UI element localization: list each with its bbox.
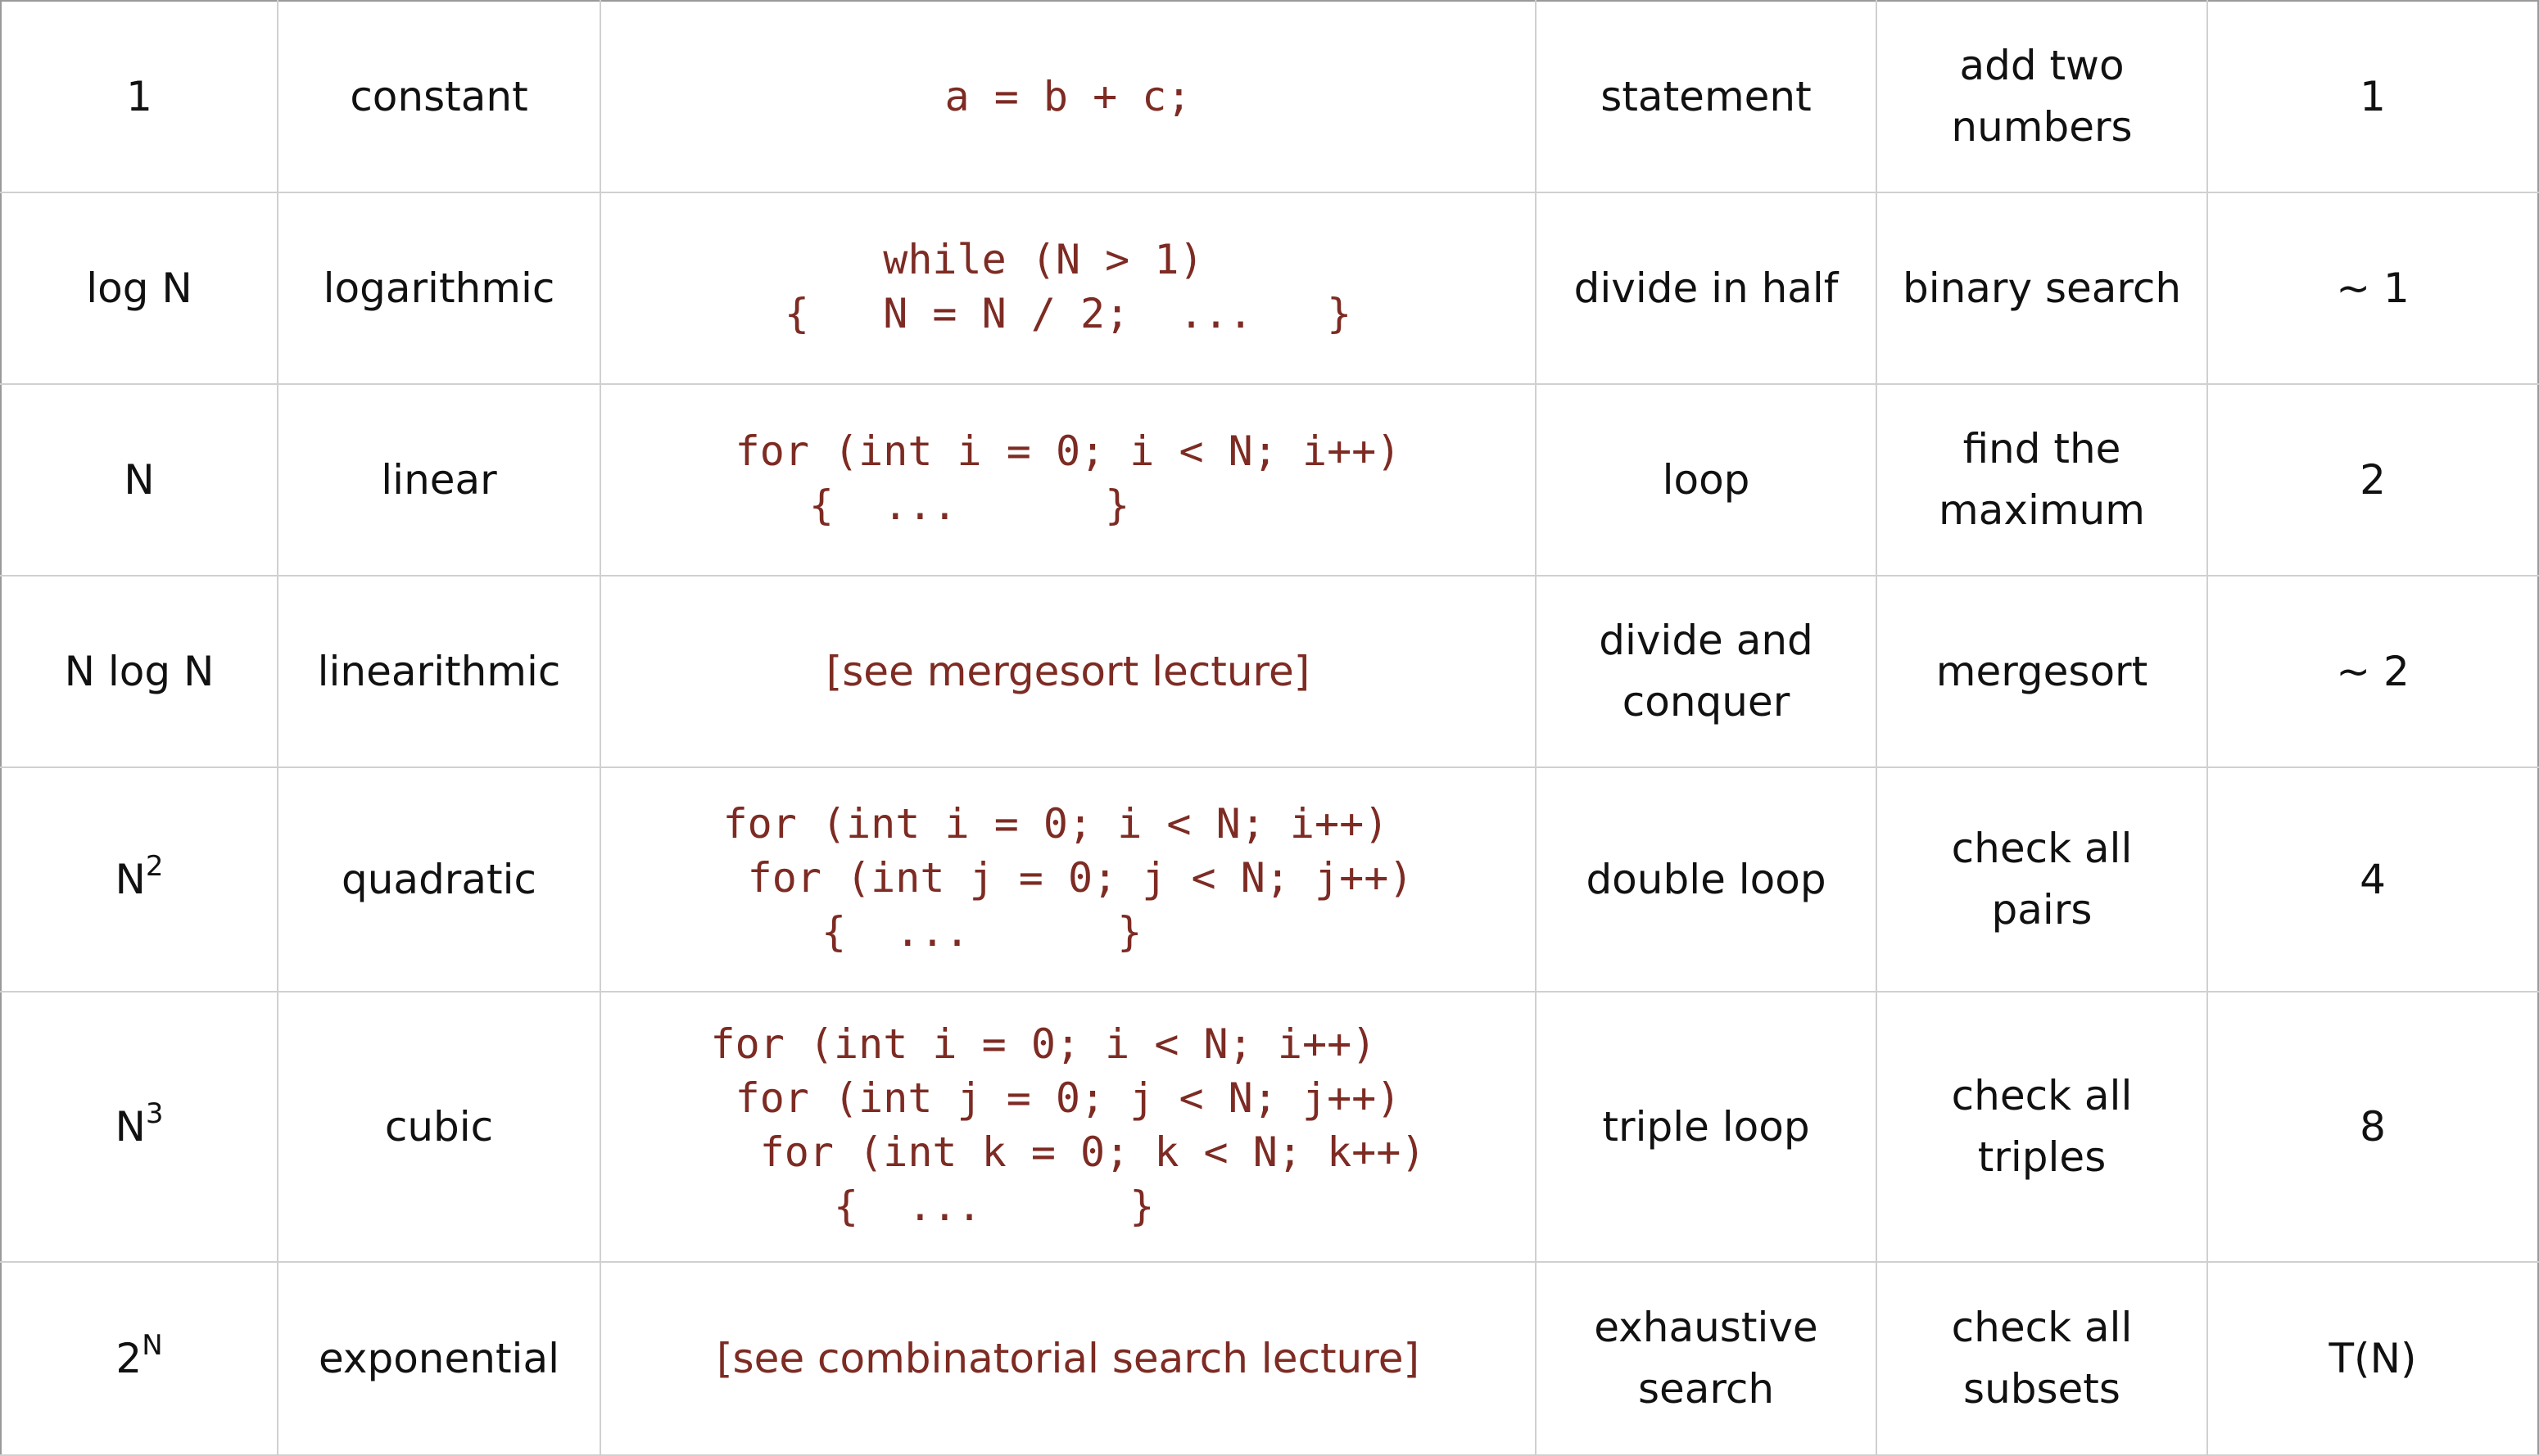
- description-cell: exhaustive search: [1535, 1261, 1877, 1456]
- example-cell: mergesort: [1876, 575, 2208, 768]
- code-fragment: a = b + c;: [944, 72, 1192, 120]
- ratio-cell: T(N): [2206, 1261, 2539, 1456]
- code-fragment: while (N > 1) { N = N / 2; ... }: [784, 235, 1352, 337]
- table-row: N log N linearithmic [see mergesort lect…: [0, 575, 2539, 768]
- order-base: 1: [126, 72, 152, 120]
- order-exponent: 3: [145, 1097, 164, 1130]
- order-cell: log N: [0, 192, 278, 385]
- ratio-cell: 8: [2206, 991, 2539, 1263]
- code-cell: for (int i = 0; i < N; i++) for (int j =…: [600, 766, 1537, 993]
- example-cell: check all triples: [1876, 991, 2208, 1263]
- name-cell: cubic: [277, 991, 601, 1263]
- code-cell: [see mergesort lecture]: [600, 575, 1537, 768]
- order-cell: N3: [0, 991, 278, 1263]
- table-row: 2N exponential [see combinatorial search…: [0, 1261, 2539, 1456]
- example-cell: check all subsets: [1876, 1261, 2208, 1456]
- example-cell: binary search: [1876, 192, 2208, 385]
- lecture-reference: [see combinatorial search lecture]: [717, 1334, 1419, 1382]
- order-cell: N: [0, 383, 278, 577]
- order-base: 2: [115, 1334, 143, 1382]
- ratio-cell: 1: [2206, 0, 2539, 193]
- order-base: N log N: [64, 647, 215, 695]
- order-cell: N2: [0, 766, 278, 993]
- name-cell: linearithmic: [277, 575, 601, 768]
- order-exponent: 2: [145, 849, 164, 883]
- description-cell: divide and conquer: [1535, 575, 1877, 768]
- table-row: 1 constant a = b + c; statement add two …: [0, 0, 2539, 193]
- name-cell: quadratic: [277, 766, 601, 993]
- ratio-cell: 2: [2206, 383, 2539, 577]
- ratio-cell: 4: [2206, 766, 2539, 993]
- order-exponent: N: [142, 1328, 163, 1362]
- code-cell: for (int i = 0; i < N; i++) { ... }: [600, 383, 1537, 577]
- table-row: N linear for (int i = 0; i < N; i++) { .…: [0, 383, 2539, 577]
- name-cell: exponential: [277, 1261, 601, 1456]
- ratio-cell: ~ 2: [2206, 575, 2539, 768]
- order-base: N: [115, 1102, 146, 1151]
- code-fragment: for (int i = 0; i < N; i++) for (int j =…: [722, 799, 1414, 956]
- example-cell: add two numbers: [1876, 0, 2208, 193]
- description-cell: divide in half: [1535, 192, 1877, 385]
- order-cell: 1: [0, 0, 278, 193]
- code-cell: [see combinatorial search lecture]: [600, 1261, 1537, 1456]
- code-fragment: for (int i = 0; i < N; i++) { ... }: [735, 427, 1401, 529]
- example-cell: find the maximum: [1876, 383, 2208, 577]
- order-cell: N log N: [0, 575, 278, 768]
- order-base: N: [115, 855, 146, 903]
- description-cell: double loop: [1535, 766, 1877, 993]
- ratio-cell: ~ 1: [2206, 192, 2539, 385]
- description-cell: loop: [1535, 383, 1877, 577]
- description-cell: statement: [1535, 0, 1877, 193]
- example-cell: check all pairs: [1876, 766, 2208, 993]
- description-cell: triple loop: [1535, 991, 1877, 1263]
- order-cell: 2N: [0, 1261, 278, 1456]
- code-cell: for (int i = 0; i < N; i++) for (int j =…: [600, 991, 1537, 1263]
- name-cell: linear: [277, 383, 601, 577]
- lecture-reference: [see mergesort lecture]: [826, 647, 1310, 695]
- table-row: N3 cubic for (int i = 0; i < N; i++) for…: [0, 991, 2539, 1263]
- table-row: log N logarithmic while (N > 1) { N = N …: [0, 192, 2539, 385]
- code-fragment: for (int i = 0; i < N; i++) for (int j =…: [710, 1020, 1426, 1230]
- code-cell: while (N > 1) { N = N / 2; ... }: [600, 192, 1537, 385]
- code-cell: a = b + c;: [600, 0, 1537, 193]
- name-cell: logarithmic: [277, 192, 601, 385]
- order-base: N: [124, 455, 155, 504]
- table-row: N2 quadratic for (int i = 0; i < N; i++)…: [0, 766, 2539, 993]
- order-base: log N: [86, 264, 192, 312]
- name-cell: constant: [277, 0, 601, 193]
